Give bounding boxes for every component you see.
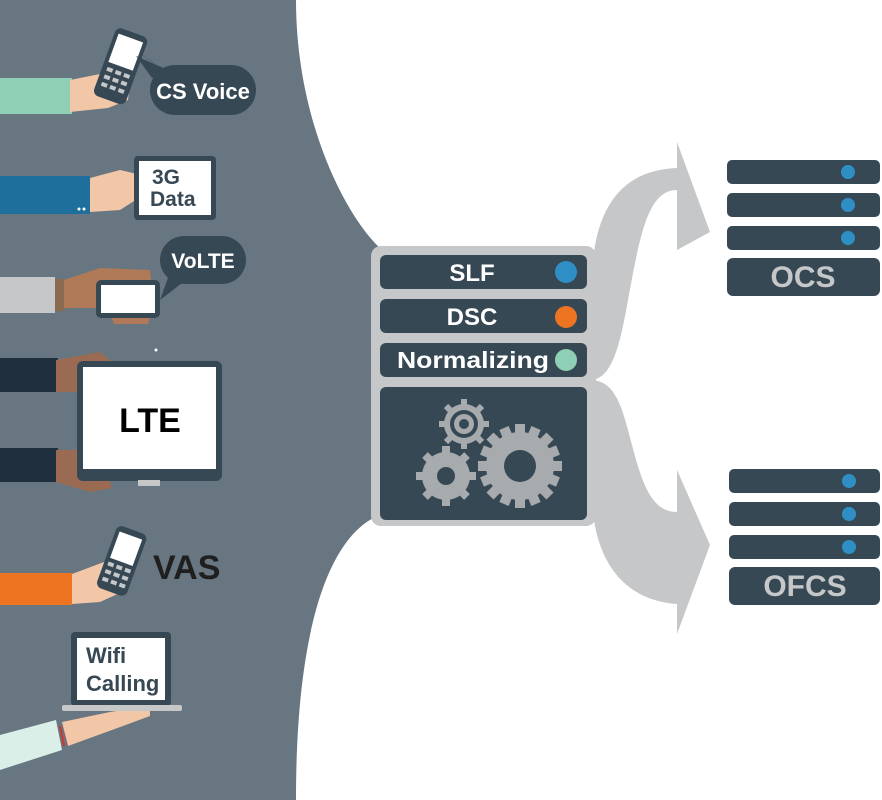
ofcs-server-unit — [729, 469, 880, 493]
ofcs-label: OFCS — [763, 570, 846, 603]
ocs-label-plate — [727, 258, 880, 296]
sleeve-blue — [0, 176, 90, 214]
ofcs-unit-led — [842, 474, 856, 488]
mobile-phone-icon — [97, 526, 147, 596]
data-3g-label-line2: Data — [150, 188, 196, 211]
ofcs-server-unit — [729, 535, 880, 559]
ocs-unit-led — [841, 231, 855, 245]
data-3g-device: 3G Data — [0, 156, 216, 220]
ocs-server-unit — [727, 160, 880, 184]
cs-voice-label: CS Voice — [156, 79, 250, 104]
flow-arrow-to-ocs — [580, 142, 710, 380]
speech-bubble: CS Voice — [136, 52, 256, 115]
ocs-server-unit — [727, 193, 880, 217]
sleeve-cuff — [55, 279, 65, 311]
ocs-label: OCS — [770, 261, 835, 294]
ofcs-server-unit — [729, 502, 880, 526]
gear-left-icon — [416, 446, 476, 506]
vas-device: VAS — [0, 526, 220, 605]
module-dot-dsc — [555, 306, 577, 328]
laptop-icon — [62, 632, 182, 711]
ofcs-unit-led — [842, 507, 856, 521]
module-label-dsc: DSC — [447, 304, 498, 331]
speech-bubble: VoLTE — [160, 236, 246, 300]
cs-voice-device: CS Voice — [0, 28, 256, 115]
lte-device: LTE — [0, 348, 222, 492]
module-label-slf: SLF — [449, 260, 494, 287]
module-row-slf: SLF — [380, 255, 587, 289]
module-row-dsc: DSC — [380, 299, 587, 333]
sleeve-dark — [0, 448, 58, 482]
lte-label: LTE — [119, 402, 181, 440]
ofcs-unit-led — [842, 540, 856, 554]
data-3g-label-line1: 3G — [152, 166, 180, 189]
ofcs-label-plate — [729, 567, 880, 605]
mobile-phone-icon — [94, 28, 148, 105]
hand — [62, 706, 150, 746]
vas-label: VAS — [153, 549, 220, 587]
volte-device: VoLTE — [0, 236, 246, 324]
flow-arrows — [580, 142, 710, 634]
sleeve-orange — [0, 573, 72, 605]
sleeve-teal — [0, 78, 72, 114]
hand — [90, 170, 145, 212]
module-dot-slf — [555, 261, 577, 283]
gears-icon — [416, 399, 562, 508]
sleeve-mint — [0, 720, 62, 770]
wifi-calling-label-line2: Calling — [86, 671, 159, 696]
sleeve-dark — [0, 358, 58, 392]
sleeve-gray — [0, 277, 55, 313]
ofcs-server-stack: OFCS — [729, 469, 880, 605]
wifi-calling-device: Wifi Calling — [0, 632, 182, 770]
module-dot-normalizing — [555, 349, 577, 371]
ocs-server-unit — [727, 226, 880, 250]
wifi-calling-label-line1: Wifi — [86, 643, 126, 668]
volte-label: VoLTE — [171, 250, 234, 273]
gear-large-icon — [478, 424, 562, 508]
module-label-normalizing: Normalizing — [397, 347, 549, 373]
flow-arrow-to-ofcs — [580, 380, 710, 634]
ocs-unit-led — [841, 198, 855, 212]
ocs-unit-led — [841, 165, 855, 179]
ocs-server-stack: OCS — [727, 160, 880, 296]
module-row-normalizing: Normalizing — [380, 343, 587, 377]
gear-small-icon — [439, 399, 489, 449]
